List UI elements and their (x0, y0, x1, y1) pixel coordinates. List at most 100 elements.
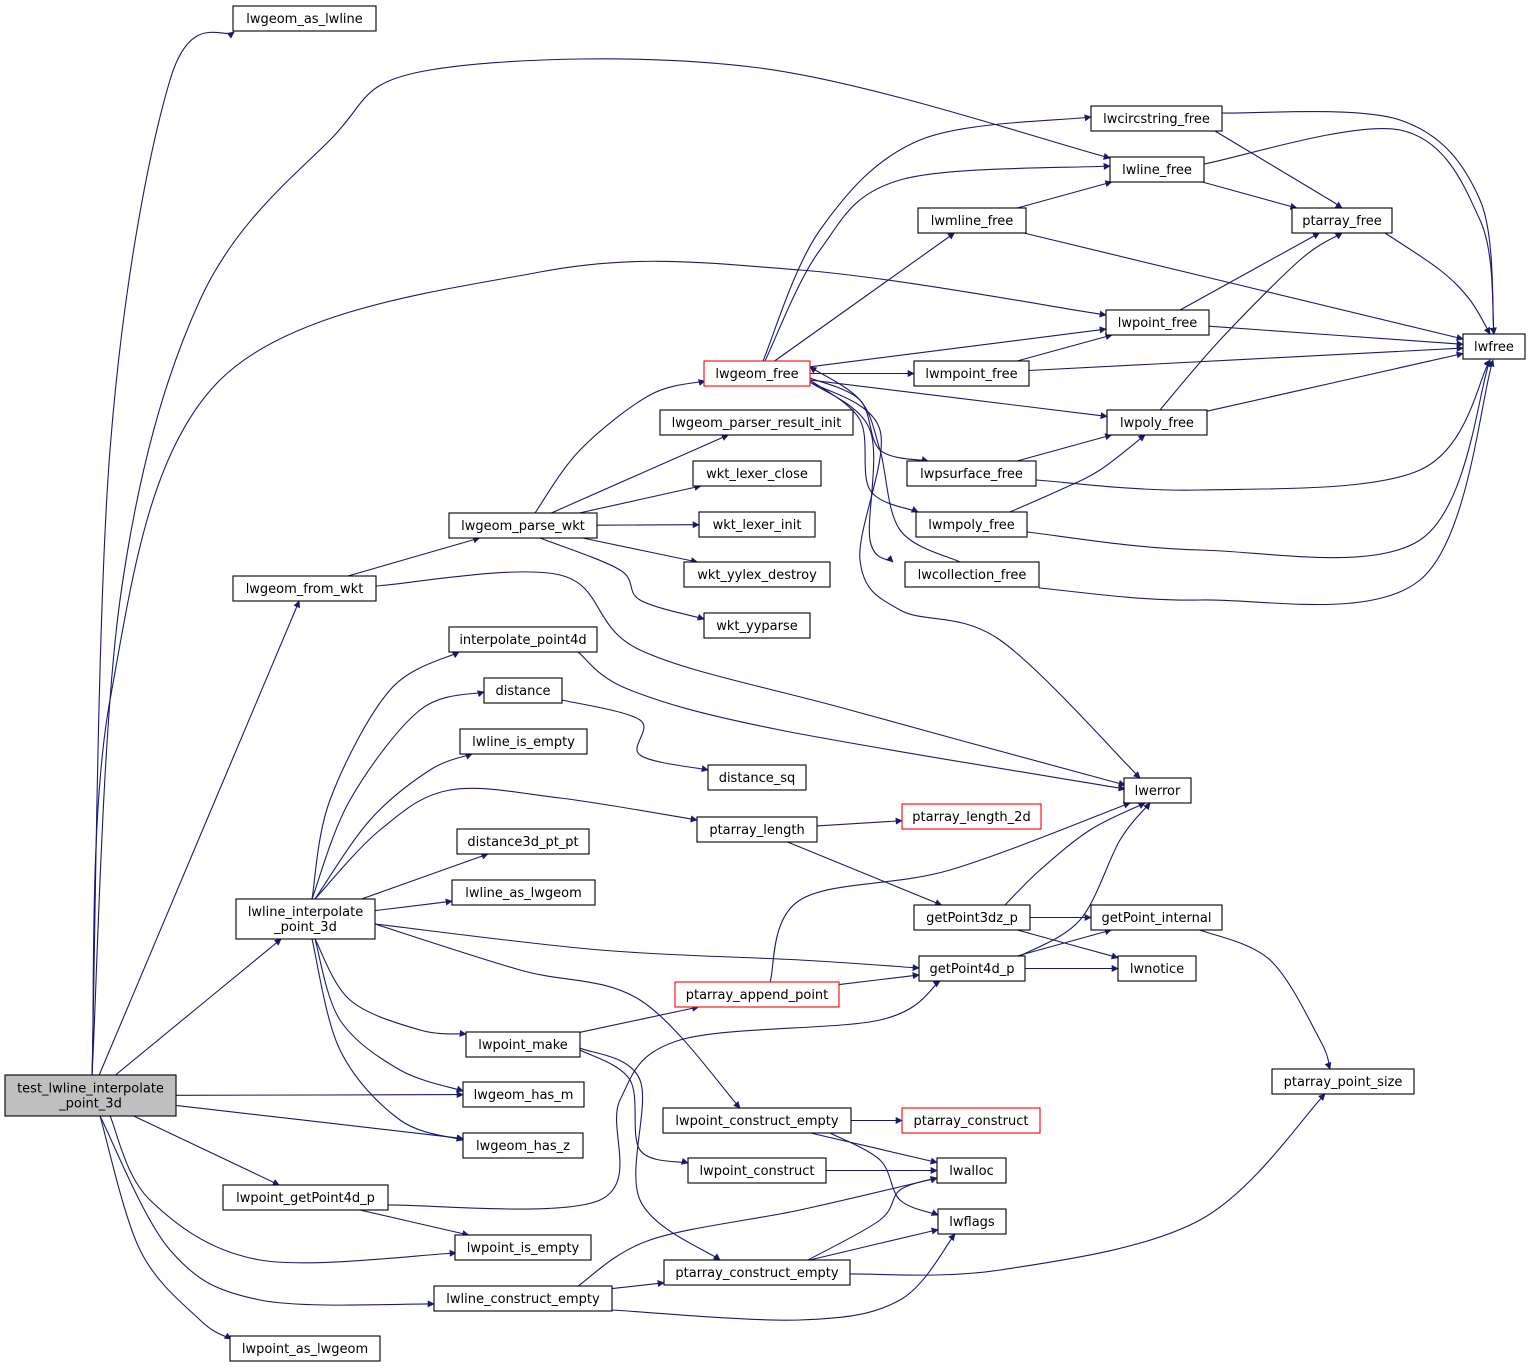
node-lwline-is-empty[interactable]: lwline_is_empty (459, 728, 588, 755)
node-box[interactable] (1123, 777, 1192, 804)
node-box[interactable] (232, 5, 377, 32)
node-box[interactable] (707, 764, 807, 791)
node-box[interactable] (448, 626, 598, 653)
node-box[interactable] (235, 898, 376, 940)
node-lwline-interpolate-point-3d[interactable]: lwline_interpolate_point_3d (235, 898, 376, 940)
node-lwgeom-parser-result-init[interactable]: lwgeom_parser_result_init (659, 409, 854, 436)
node-lwgeom-from-wkt[interactable]: lwgeom_from_wkt (232, 575, 377, 602)
node-box[interactable] (433, 1285, 613, 1312)
node-box[interactable] (904, 561, 1040, 588)
node-lwline-construct-empty[interactable]: lwline_construct_empty (433, 1285, 613, 1312)
node-ptarray-construct[interactable]: ptarray_construct (901, 1107, 1041, 1134)
node-box[interactable] (4, 1074, 177, 1117)
node-ptarray-length-2d[interactable]: ptarray_length_2d (901, 803, 1042, 830)
node-lwpoint-is-empty[interactable]: lwpoint_is_empty (454, 1234, 592, 1261)
node-wkt-yylex-destroy[interactable]: wkt_yylex_destroy (683, 561, 831, 588)
node-box[interactable] (915, 511, 1028, 538)
node-lwgeom-as-lwline[interactable]: lwgeom_as_lwline (232, 5, 377, 32)
node-box[interactable] (687, 1157, 827, 1184)
node-box[interactable] (674, 981, 840, 1008)
node-box[interactable] (1106, 409, 1208, 436)
node-box[interactable] (683, 561, 831, 588)
node-box[interactable] (483, 677, 563, 704)
node-box[interactable] (918, 955, 1026, 982)
node-box[interactable] (906, 460, 1037, 487)
node-lwgeom-parse-wkt[interactable]: lwgeom_parse_wkt (448, 512, 598, 539)
node-box[interactable] (698, 511, 816, 538)
node-lwmline-free[interactable]: lwmline_free (917, 207, 1027, 234)
node-lwgeom-free[interactable]: lwgeom_free (703, 360, 811, 387)
node-box[interactable] (462, 1132, 584, 1159)
node-box[interactable] (936, 1157, 1007, 1184)
node-lwpoint-make[interactable]: lwpoint_make (465, 1031, 581, 1058)
node-box[interactable] (917, 207, 1027, 234)
node-distance-sq[interactable]: distance_sq (707, 764, 807, 791)
node-box[interactable] (1090, 105, 1223, 132)
node-ptarray-length[interactable]: ptarray_length (696, 816, 818, 843)
node-ptarray-append-point[interactable]: ptarray_append_point (674, 981, 840, 1008)
node-wkt-lexer-close[interactable]: wkt_lexer_close (692, 460, 822, 487)
node-box[interactable] (659, 409, 854, 436)
node-box[interactable] (1462, 333, 1526, 360)
node-box[interactable] (1090, 904, 1223, 931)
node-lwerror[interactable]: lwerror (1123, 777, 1192, 804)
node-box[interactable] (1271, 1068, 1415, 1095)
node-lwpsurface-free[interactable]: lwpsurface_free (906, 460, 1037, 487)
node-lwpoint-as-lwgeom[interactable]: lwpoint_as_lwgeom (229, 1335, 381, 1362)
node-box[interactable] (703, 612, 811, 639)
node-box[interactable] (462, 1081, 585, 1108)
node-box[interactable] (454, 1234, 592, 1261)
node-getPoint-internal[interactable]: getPoint_internal (1090, 904, 1223, 931)
node-lwcircstring-free[interactable]: lwcircstring_free (1090, 105, 1223, 132)
node-lwpoint-construct[interactable]: lwpoint_construct (687, 1157, 827, 1184)
node-lwnotice[interactable]: lwnotice (1117, 955, 1197, 982)
node-box[interactable] (459, 728, 588, 755)
node-lwpoint-getPoint4d-p[interactable]: lwpoint_getPoint4d_p (222, 1184, 389, 1211)
node-box[interactable] (1105, 309, 1210, 336)
node-box[interactable] (456, 828, 590, 855)
node-lwfree[interactable]: lwfree (1462, 333, 1526, 360)
node-box[interactable] (901, 803, 1042, 830)
node-box[interactable] (937, 1208, 1007, 1235)
node-box[interactable] (913, 360, 1030, 387)
node-lwpoly-free[interactable]: lwpoly_free (1106, 409, 1208, 436)
node-ptarray-point-size[interactable]: ptarray_point_size (1271, 1068, 1415, 1095)
node-ptarray-construct-empty[interactable]: ptarray_construct_empty (663, 1259, 851, 1286)
node-box[interactable] (229, 1335, 381, 1362)
node-ptarray-free[interactable]: ptarray_free (1291, 207, 1393, 234)
node-root[interactable]: test_lwline_interpolate_point_3d (4, 1074, 177, 1117)
node-box[interactable] (1291, 207, 1393, 234)
node-wkt-yyparse[interactable]: wkt_yyparse (703, 612, 811, 639)
node-getPoint4d-p[interactable]: getPoint4d_p (918, 955, 1026, 982)
node-lwflags[interactable]: lwflags (937, 1208, 1007, 1235)
node-box[interactable] (448, 512, 598, 539)
node-lwmpoint-free[interactable]: lwmpoint_free (913, 360, 1030, 387)
node-wkt-lexer-init[interactable]: wkt_lexer_init (698, 511, 816, 538)
node-box[interactable] (465, 1031, 581, 1058)
node-box[interactable] (696, 816, 818, 843)
node-lwline-free[interactable]: lwline_free (1109, 156, 1205, 183)
node-lwcollection-free[interactable]: lwcollection_free (904, 561, 1040, 588)
node-box[interactable] (1117, 955, 1197, 982)
node-box[interactable] (1109, 156, 1205, 183)
node-lwgeom-has-z[interactable]: lwgeom_has_z (462, 1132, 584, 1159)
node-box[interactable] (913, 904, 1031, 931)
node-lwgeom-has-m[interactable]: lwgeom_has_m (462, 1081, 585, 1108)
node-lwline-as-lwgeom[interactable]: lwline_as_lwgeom (451, 879, 596, 906)
node-lwmpoly-free[interactable]: lwmpoly_free (915, 511, 1028, 538)
node-box[interactable] (662, 1107, 852, 1134)
node-lwpoint-free[interactable]: lwpoint_free (1105, 309, 1210, 336)
node-box[interactable] (692, 460, 822, 487)
node-distance3d-pt-pt[interactable]: distance3d_pt_pt (456, 828, 590, 855)
node-box[interactable] (451, 879, 596, 906)
node-box[interactable] (703, 360, 811, 387)
node-box[interactable] (232, 575, 377, 602)
node-box[interactable] (901, 1107, 1041, 1134)
node-interpolate-point4d[interactable]: interpolate_point4d (448, 626, 598, 653)
node-lwpoint-construct-empty[interactable]: lwpoint_construct_empty (662, 1107, 852, 1134)
node-distance[interactable]: distance (483, 677, 563, 704)
node-getPoint3dz-p[interactable]: getPoint3dz_p (913, 904, 1031, 931)
node-box[interactable] (663, 1259, 851, 1286)
node-box[interactable] (222, 1184, 389, 1211)
node-lwalloc[interactable]: lwalloc (936, 1157, 1007, 1184)
